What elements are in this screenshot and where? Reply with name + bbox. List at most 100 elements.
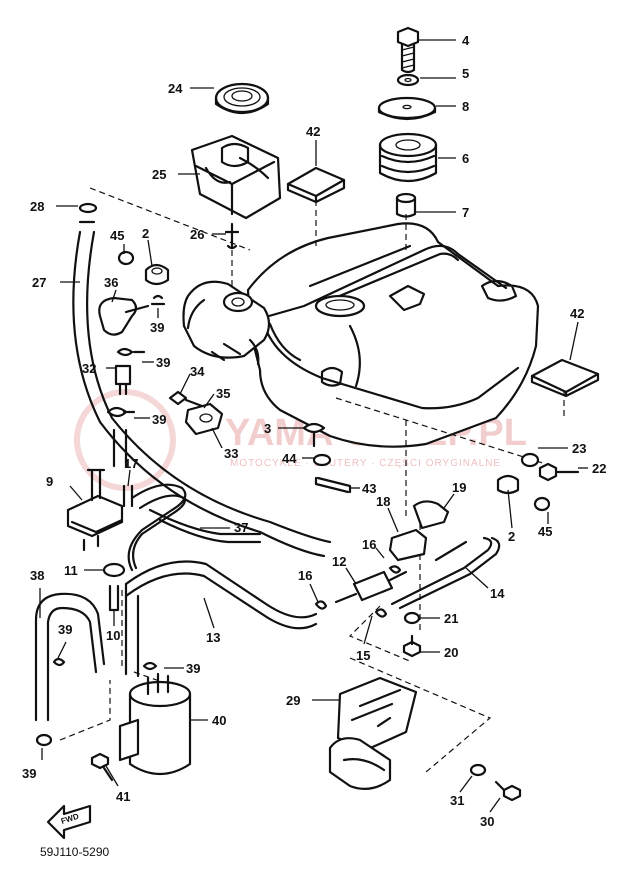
callout-42-upper: 42 bbox=[306, 124, 320, 139]
callout-13: 13 bbox=[206, 630, 220, 645]
callout-45-lower: 45 bbox=[538, 524, 552, 539]
hose-27 bbox=[72, 230, 332, 558]
callout-5: 5 bbox=[462, 66, 469, 81]
callout-43: 43 bbox=[362, 481, 376, 496]
callout-41: 41 bbox=[116, 789, 130, 804]
callout-42-right: 42 bbox=[570, 306, 584, 321]
bolt-3 bbox=[302, 422, 326, 448]
hose-37 bbox=[127, 483, 262, 572]
nut-45-upper bbox=[117, 250, 135, 266]
valve-32 bbox=[114, 364, 132, 396]
screw-34 bbox=[168, 390, 204, 408]
bolt-10 bbox=[108, 584, 120, 612]
callout-25: 25 bbox=[152, 167, 166, 182]
clip-39-a bbox=[150, 294, 166, 306]
callout-44: 44 bbox=[282, 451, 297, 466]
drawing-code: 59J110-5290 bbox=[40, 845, 109, 859]
callout-16-left: 16 bbox=[298, 568, 312, 583]
bolt-22 bbox=[538, 462, 580, 482]
bolt-30 bbox=[494, 780, 522, 802]
callout-34: 34 bbox=[190, 364, 205, 379]
canister-40 bbox=[118, 672, 192, 775]
callout-numbers: 4 5 8 6 7 24 25 26 42 42 28 27 45 2 36 3… bbox=[22, 33, 606, 829]
callout-21: 21 bbox=[444, 611, 458, 626]
callout-39-c: 39 bbox=[152, 412, 166, 427]
callout-36: 36 bbox=[104, 275, 118, 290]
callout-6: 6 bbox=[462, 151, 469, 166]
callout-8: 8 bbox=[462, 99, 469, 114]
callout-18: 18 bbox=[376, 494, 390, 509]
damper-6 bbox=[378, 132, 438, 183]
clip-39-c bbox=[106, 406, 136, 418]
callout-7: 7 bbox=[462, 205, 469, 220]
clamp-33-35 bbox=[184, 402, 224, 436]
clip-15 bbox=[374, 608, 388, 618]
plate-42-right bbox=[530, 358, 600, 398]
clip-39-f bbox=[142, 661, 158, 671]
callout-14: 14 bbox=[490, 586, 505, 601]
callout-33: 33 bbox=[224, 446, 238, 461]
grommet-2-upper bbox=[144, 263, 170, 286]
callout-19: 19 bbox=[452, 480, 466, 495]
clip-39-b bbox=[116, 347, 146, 357]
callout-9: 9 bbox=[46, 474, 53, 489]
collar-7 bbox=[395, 192, 417, 218]
callout-3: 3 bbox=[264, 421, 271, 436]
plate-42-upper bbox=[286, 166, 346, 204]
filler-cap bbox=[314, 294, 366, 318]
hose-13 bbox=[124, 560, 318, 678]
grommet-2-lower bbox=[496, 474, 520, 495]
pipe-14 bbox=[390, 536, 501, 610]
elbow-36 bbox=[98, 296, 150, 336]
pin-43 bbox=[314, 476, 352, 494]
callout-11: 11 bbox=[64, 563, 78, 578]
callout-17: 17 bbox=[124, 456, 138, 471]
callout-27: 27 bbox=[32, 275, 46, 290]
callout-12: 12 bbox=[332, 554, 346, 569]
callout-24: 24 bbox=[168, 81, 183, 96]
callout-4: 4 bbox=[462, 33, 470, 48]
watermark-subtext: MOTOCYKLE · SKUTERY · CZĘŚCI ORYGINALNE bbox=[230, 456, 501, 469]
callout-39-b: 39 bbox=[156, 355, 170, 370]
hose-17 bbox=[122, 484, 134, 508]
callout-39-e: 39 bbox=[22, 766, 36, 781]
nut-44 bbox=[312, 453, 332, 467]
clip-39-e bbox=[35, 733, 53, 747]
pump-29 bbox=[328, 676, 418, 791]
pad-8 bbox=[377, 96, 437, 121]
washer-23 bbox=[520, 452, 540, 468]
clip-16-right bbox=[388, 565, 402, 574]
callout-39-f: 39 bbox=[186, 661, 200, 676]
callout-45-upper: 45 bbox=[110, 228, 124, 243]
callout-29: 29 bbox=[286, 693, 300, 708]
callout-35: 35 bbox=[216, 386, 230, 401]
filter-housing bbox=[182, 280, 271, 366]
callout-26: 26 bbox=[190, 227, 204, 242]
callout-2-lower: 2 bbox=[508, 529, 515, 544]
bracket-18-19 bbox=[388, 500, 450, 562]
bolt-4 bbox=[396, 26, 420, 74]
bolt-20 bbox=[402, 634, 422, 658]
callout-22: 22 bbox=[592, 461, 606, 476]
washer-5 bbox=[396, 73, 420, 87]
hose-38 bbox=[34, 592, 106, 722]
cap-24 bbox=[214, 82, 270, 115]
callout-2-upper: 2 bbox=[142, 226, 149, 241]
hose-stub bbox=[112, 428, 128, 468]
callout-39-a: 39 bbox=[150, 320, 164, 335]
clip-39-d bbox=[52, 657, 66, 667]
callout-15: 15 bbox=[356, 648, 370, 663]
hose-28-clip bbox=[78, 202, 98, 224]
callout-23: 23 bbox=[572, 441, 586, 456]
petcock-9 bbox=[66, 468, 124, 552]
callout-37: 37 bbox=[234, 520, 248, 535]
callout-39-d: 39 bbox=[58, 622, 72, 637]
callout-40: 40 bbox=[212, 713, 226, 728]
callout-leaders bbox=[39, 39, 588, 813]
screw-26 bbox=[224, 222, 240, 250]
callout-32: 32 bbox=[82, 361, 96, 376]
tray-25 bbox=[190, 134, 282, 220]
assembly-leader-lines bbox=[59, 187, 565, 773]
fuel-filter-12 bbox=[334, 570, 408, 604]
